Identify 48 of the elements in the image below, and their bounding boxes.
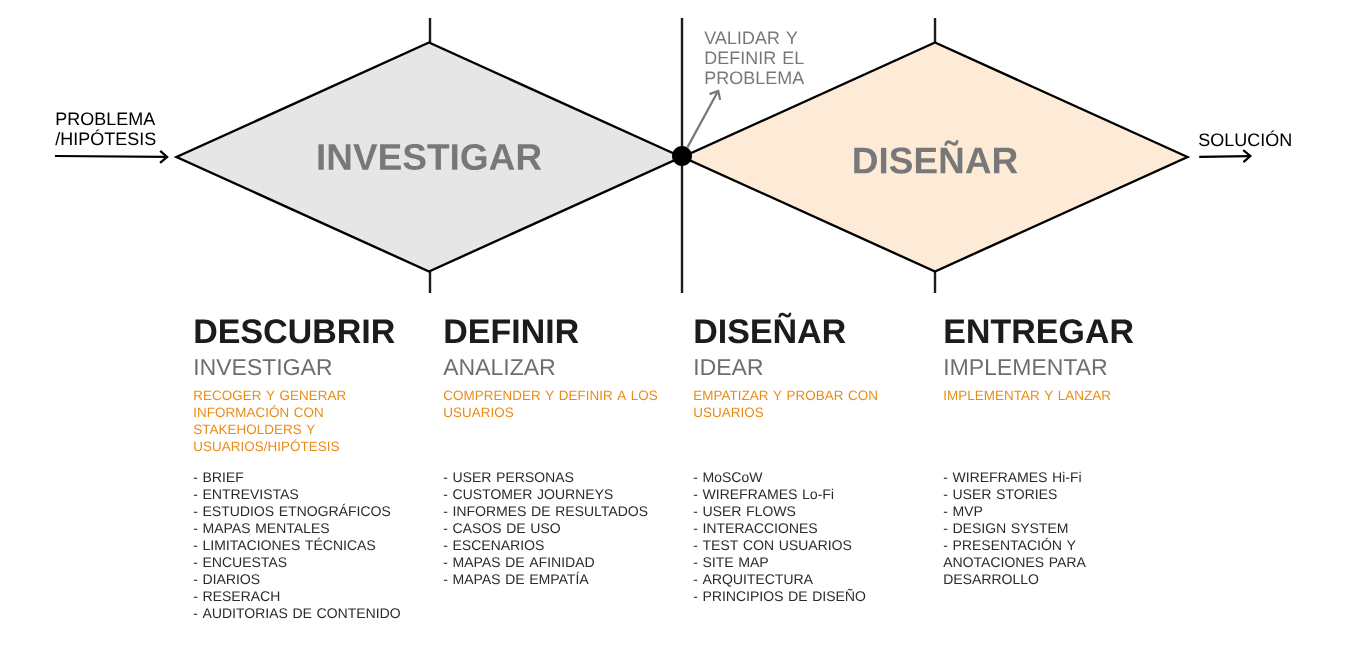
list-item: - TEST CON USUARIOS — [693, 540, 852, 551]
list-item: - MoSCoW — [693, 472, 763, 483]
list-item: - DIARIOS — [193, 574, 260, 585]
list-item: - RESERACH — [193, 591, 280, 602]
description-text: COMPRENDER Y DEFINIR A LOS USUARIOS — [443, 390, 658, 418]
list-item: - USER PERSONAS — [443, 472, 574, 483]
list-item: - PRINCIPIOS DE DISEÑO — [693, 588, 866, 602]
subheading: ANALIZAR — [443, 359, 555, 375]
edge-label: SOLUCIÓN — [1199, 130, 1291, 147]
arrow — [686, 89, 722, 148]
list-item: - USER STORIES — [943, 489, 1057, 500]
list-item: - ENCUESTAS — [193, 557, 287, 568]
list-item: - ENTREVISTAS — [193, 489, 299, 500]
list-item: - MAPAS DE AFINIDAD — [443, 557, 594, 568]
description-text: RECOGER Y GENERAR INFORMACIÓN CON STAKEHOLDERS Y USUARIOS/HIPÓTESIS — [193, 390, 346, 452]
list-item: - BRIEF — [193, 472, 244, 482]
arrow — [55, 150, 169, 164]
heading: DEFINIR — [445, 319, 579, 343]
list-item: - WIREFRAMES Lo-Fi — [693, 488, 834, 500]
list-item: - ARQUITECTURA — [693, 574, 813, 587]
list-item: - DESIGN SYSTEM — [943, 523, 1068, 534]
arrow — [1199, 149, 1253, 163]
heading: DISEÑAR — [695, 312, 846, 344]
list-item: - CASOS DE USO — [443, 523, 560, 534]
list-item: - WIREFRAMES Hi-Fi — [943, 471, 1081, 483]
list-item: - USER FLOWS — [693, 506, 796, 517]
list-item: - MAPAS MENTALES — [193, 523, 329, 534]
heading: ENTREGAR — [945, 319, 1134, 344]
junction-dot — [672, 146, 692, 166]
annotation-text: VALIDAR Y DEFINIR EL PROBLEMA — [704, 31, 805, 85]
list-item: - SITE MAP — [693, 557, 768, 568]
subheading: IMPLEMENTAR — [945, 359, 1107, 375]
heading: DESCUBRIR — [195, 319, 395, 344]
list-item: - CUSTOMER JOURNEYS — [443, 489, 613, 500]
list-item: - AUDITORIAS DE CONTENIDO — [193, 608, 400, 619]
list-item: - PRESENTACIÓN Y ANOTACIONES PARA DESARROLLO — [943, 537, 1086, 585]
subheading: INVESTIGAR — [195, 358, 332, 376]
list-item: - MVP — [943, 506, 983, 516]
list-item: - INFORMES DE RESULTADOS — [443, 506, 648, 517]
description-text: EMPATIZAR Y PROBAR CON USUARIOS — [694, 390, 877, 418]
list-item: - LIMITACIONES TÉCNICAS — [193, 537, 376, 551]
list-item: - INTERACCIONES — [693, 523, 817, 534]
list-item: - MAPAS DE EMPATÍA — [443, 571, 589, 585]
list-item: - ESTUDIOS ETNOGRÁFICOS — [193, 503, 391, 517]
edge-label: PROBLEMA /HIPÓTESIS — [55, 112, 156, 146]
description-text: IMPLEMENTAR Y LANZAR — [944, 390, 1111, 400]
subheading: IDEAR — [695, 359, 763, 375]
list-item: - ESCENARIOS — [443, 540, 544, 551]
